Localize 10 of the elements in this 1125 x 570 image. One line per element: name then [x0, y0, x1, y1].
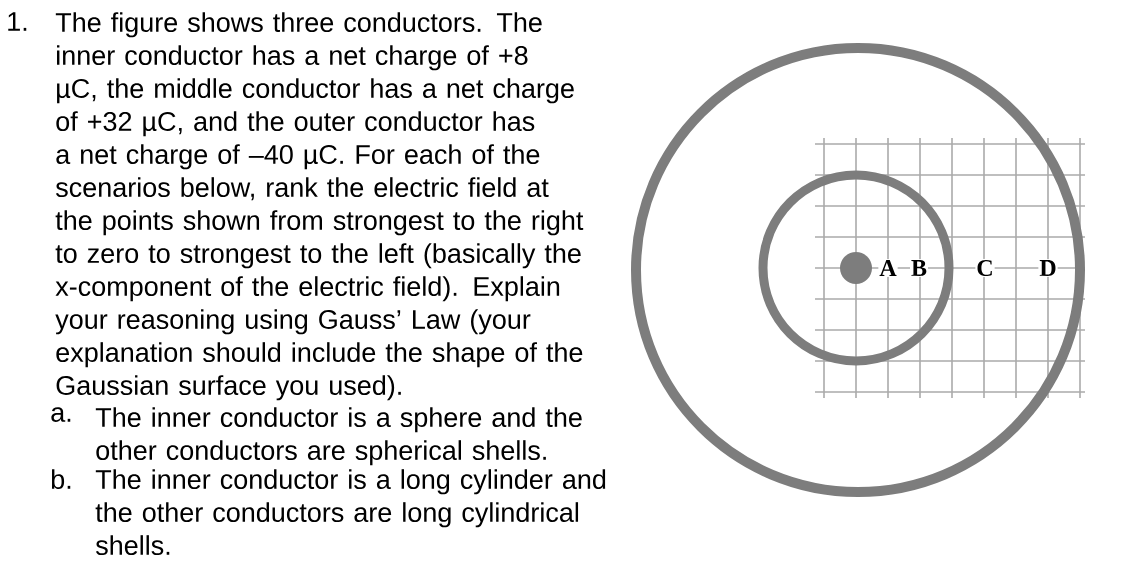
- question-text: The figure shows three conductors. The inner conductor has a net charge of +8 µC, the middle conductor has a net charge of +32 µC, and the outer conductor has a net charge of –40 µC. For each of the scenarios below, rank the electric field at the points shown from strongest to the right to zero to strongest to the left (basically the x-component of the electric field). Explain your reasoning using Gauss’ Law (your explanation should include the shape of the Gaussian surface you used).: [55, 12, 584, 401]
- point-label: A: [878, 259, 898, 277]
- point-label: C: [975, 258, 995, 278]
- point-label: D: [1038, 259, 1058, 277]
- item-number: 1.: [8, 12, 27, 31]
- question-text: The inner conductor is a sphere and the other conductors are spherical shells.: [95, 407, 582, 466]
- question-text: The inner conductor is a long cylinder and the other conductors are long cylindrical shells.: [95, 469, 606, 555]
- point-label: B: [910, 259, 928, 277]
- item-number: a.: [51, 407, 71, 422]
- item-number: b.: [51, 469, 71, 489]
